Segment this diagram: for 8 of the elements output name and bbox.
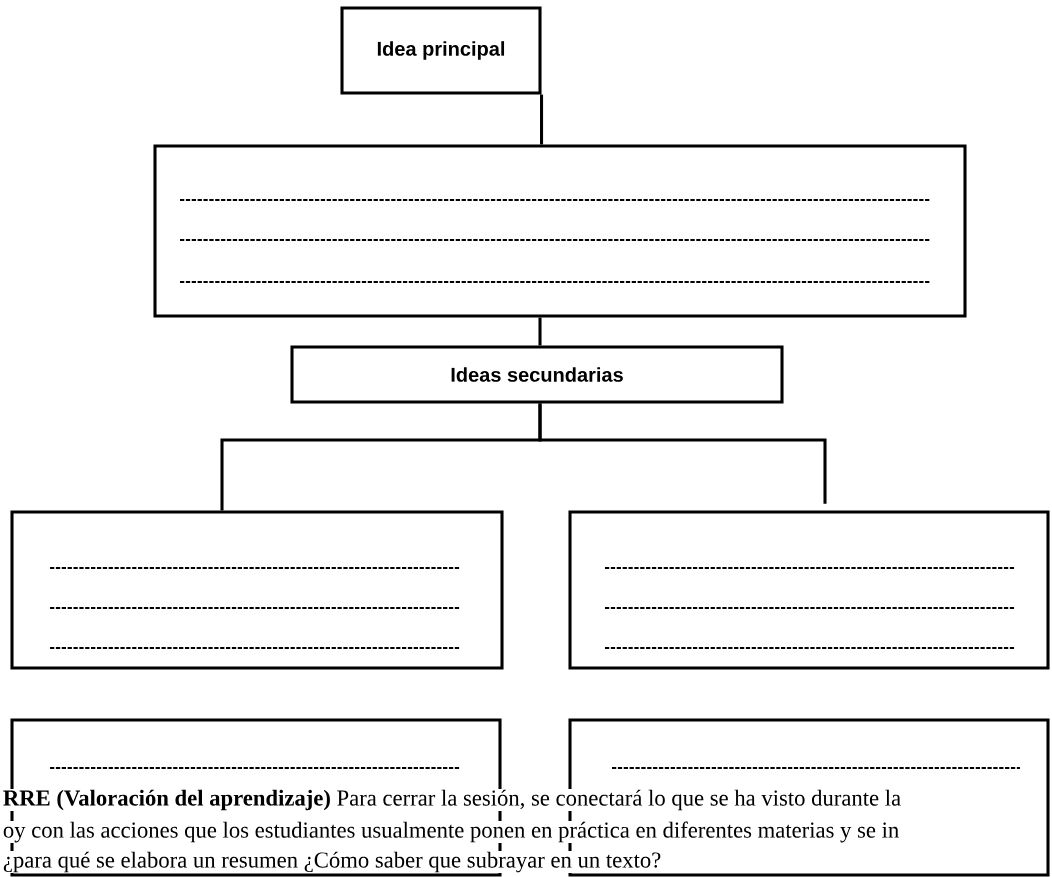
answer-box: [153, 144, 967, 318]
answer-box: [10, 510, 504, 670]
connector-line: [538, 403, 827, 504]
heading-box: Ideas secundarias: [290, 345, 784, 404]
heading-box: Idea principal: [340, 6, 542, 95]
answer-box: [568, 510, 1050, 670]
connector-line: [540, 94, 544, 145]
connector-line: [538, 317, 542, 346]
